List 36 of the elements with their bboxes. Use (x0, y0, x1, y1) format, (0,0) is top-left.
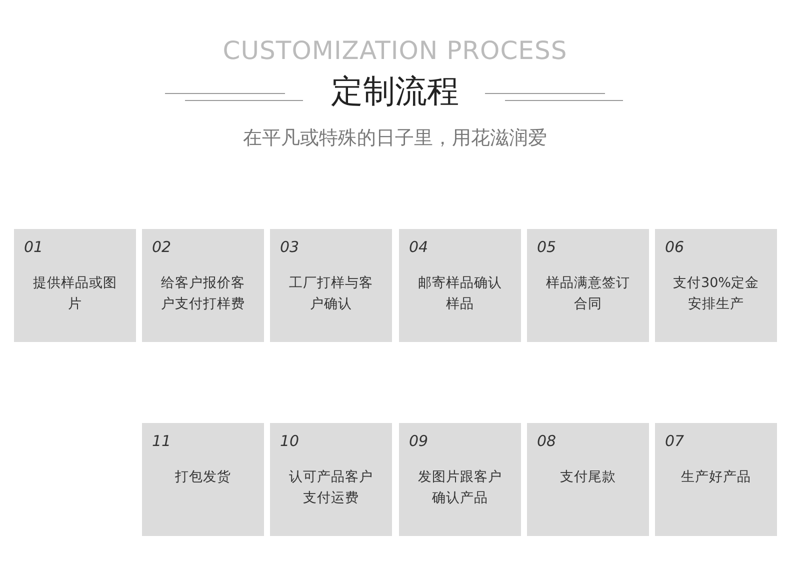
step-description: 样品满意签订合同 (545, 274, 631, 314)
step-description: 认可产品客户支付运费 (288, 468, 374, 508)
step-card (142, 423, 264, 536)
step-description: 发图片跟客户确认产品 (417, 468, 503, 508)
title: 定制流程 (330, 71, 460, 112)
step-number: 11 (152, 432, 172, 450)
step-number: 04 (409, 238, 428, 256)
step-description: 工厂打样与客户确认 (288, 274, 374, 314)
step-card (142, 229, 264, 342)
step-description: 打包发货 (174, 468, 232, 487)
step-number: 08 (537, 432, 556, 450)
step-card (270, 229, 392, 342)
step-number: 01 (24, 238, 44, 256)
step-card (527, 423, 649, 536)
caption: 在平凡或特殊的日子里，用花滋润爱 (242, 126, 548, 151)
step-number: 09 (409, 432, 428, 450)
step-number: 02 (152, 238, 172, 256)
step-description: 支付尾款 (559, 468, 617, 487)
step-number: 05 (537, 238, 556, 256)
step-description: 提供样品或图片 (32, 274, 118, 314)
step-description: 生产好产品 (680, 468, 752, 487)
step-card (14, 229, 136, 342)
step-card (527, 229, 649, 342)
step-number: 07 (665, 432, 684, 450)
subtitle-text: CUSTOMIZATION PROCESS (222, 36, 568, 65)
step-card (655, 423, 777, 536)
step-number: 10 (280, 432, 300, 450)
step-card (399, 423, 521, 536)
step-number: 03 (280, 238, 300, 256)
step-card (270, 423, 392, 536)
step-description: 邮寄样品确认样品 (417, 274, 503, 314)
step-description: 给客户报价客户支付打样费 (160, 274, 246, 314)
step-card (655, 229, 777, 342)
step-number: 06 (665, 238, 684, 256)
step-card (399, 229, 521, 342)
step-description: 支付30%定金安排生产 (672, 274, 760, 314)
